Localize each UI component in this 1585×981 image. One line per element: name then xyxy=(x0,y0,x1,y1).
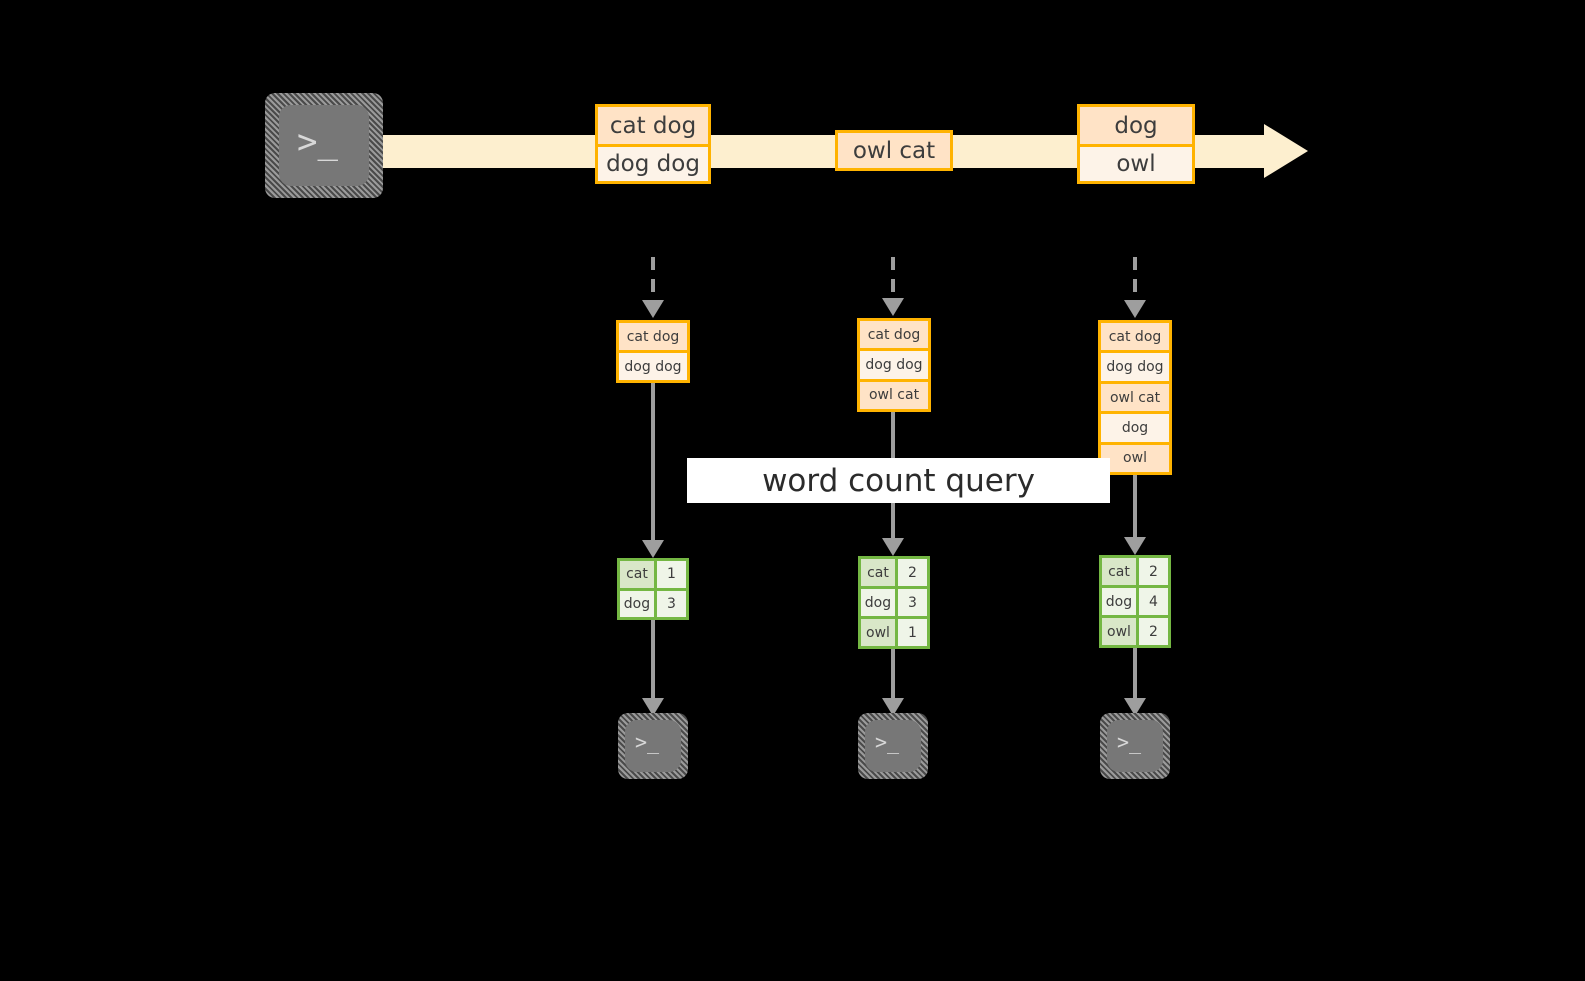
snapshot-3-result-table[interactable]: cat 2 dog 4 owl 2 xyxy=(1099,555,1171,648)
message-line: dog dog xyxy=(598,144,708,181)
snapshot-3-sink-arrowhead xyxy=(1124,698,1146,716)
terminal-face xyxy=(1107,720,1163,772)
result-count: 2 xyxy=(897,559,927,586)
result-count: 3 xyxy=(656,590,686,617)
snapshot-2-sink-terminal-icon[interactable]: >_ xyxy=(858,713,928,779)
stream-arrow-head xyxy=(1264,124,1308,178)
result-word: dog xyxy=(1102,588,1139,615)
message-line: owl cat xyxy=(1101,380,1169,412)
result-word: owl xyxy=(1102,618,1139,645)
snapshot-1-inbound-connector xyxy=(651,257,655,305)
message-line: owl cat xyxy=(860,378,928,409)
table-row: owl 2 xyxy=(1102,615,1168,645)
result-count: 4 xyxy=(1138,588,1168,615)
message-line: cat dog xyxy=(1101,323,1169,351)
stream-event-1[interactable]: cat dog dog dog xyxy=(595,104,711,184)
snapshot-3-sink-connector xyxy=(1133,648,1137,703)
terminal-prompt-glyph: >_ xyxy=(1117,730,1142,754)
result-word: cat xyxy=(861,559,898,586)
message-line: dog xyxy=(1101,411,1169,442)
result-count: 1 xyxy=(897,619,927,646)
result-count: 1 xyxy=(656,561,686,588)
snapshot-3-sink-terminal-icon[interactable]: >_ xyxy=(1100,713,1170,779)
table-row: dog 4 xyxy=(1102,585,1168,615)
snapshot-1-sink-terminal-icon[interactable]: >_ xyxy=(618,713,688,779)
message-line: dog xyxy=(1080,107,1192,144)
snapshot-2-input-box[interactable]: cat dog dog dog owl cat xyxy=(857,318,931,412)
snapshot-2-result-table[interactable]: cat 2 dog 3 owl 1 xyxy=(858,556,930,649)
result-count: 2 xyxy=(1138,558,1168,585)
message-line: cat dog xyxy=(619,323,687,350)
snapshot-1-sink-connector xyxy=(651,620,655,702)
snapshot-1-query-arrowhead xyxy=(642,540,664,558)
message-line: dog dog xyxy=(1101,350,1169,381)
message-line: cat dog xyxy=(598,107,708,144)
result-word: dog xyxy=(620,590,657,617)
snapshot-1-sink-arrowhead xyxy=(642,698,664,716)
snapshot-1-inbound-arrowhead xyxy=(642,300,664,318)
snapshot-3-query-arrowhead xyxy=(1124,537,1146,555)
snapshot-1-query-connector xyxy=(651,383,655,546)
snapshot-2-sink-arrowhead xyxy=(882,698,904,716)
stream-event-2[interactable]: owl cat xyxy=(835,130,953,171)
table-row: owl 1 xyxy=(861,616,927,646)
message-line: cat dog xyxy=(860,321,928,349)
snapshot-2-sink-connector xyxy=(891,649,895,703)
terminal-face xyxy=(865,720,921,772)
result-count: 3 xyxy=(897,589,927,616)
snapshot-2-query-arrowhead xyxy=(882,538,904,556)
source-terminal-icon[interactable]: >_ xyxy=(265,93,383,198)
message-line: owl xyxy=(1101,441,1169,473)
message-line: dog dog xyxy=(619,350,687,380)
message-line: owl cat xyxy=(838,133,950,168)
terminal-face xyxy=(625,720,681,772)
table-row: cat 2 xyxy=(861,559,927,586)
table-row: dog 3 xyxy=(620,587,686,617)
snapshot-3-inbound-connector xyxy=(1133,257,1137,305)
snapshot-3-input-box[interactable]: cat dog dog dog owl cat dog owl xyxy=(1098,320,1172,475)
snapshot-1-result-table[interactable]: cat 1 dog 3 xyxy=(617,558,689,620)
terminal-prompt-glyph: >_ xyxy=(635,730,660,754)
table-row: dog 3 xyxy=(861,586,927,616)
message-line: owl xyxy=(1080,144,1192,181)
table-row: cat 1 xyxy=(620,561,686,588)
table-row: cat 2 xyxy=(1102,558,1168,585)
result-word: cat xyxy=(1102,558,1139,585)
terminal-face xyxy=(279,105,369,186)
snapshot-1-input-box[interactable]: cat dog dog dog xyxy=(616,320,690,383)
result-word: dog xyxy=(861,589,898,616)
terminal-prompt-glyph: >_ xyxy=(875,730,900,754)
terminal-prompt-glyph: >_ xyxy=(297,122,338,162)
result-word: cat xyxy=(620,561,657,588)
result-count: 2 xyxy=(1138,618,1168,645)
result-word: owl xyxy=(861,619,898,646)
snapshot-3-inbound-arrowhead xyxy=(1124,300,1146,318)
stream-event-3[interactable]: dog owl xyxy=(1077,104,1195,184)
query-label: word count query xyxy=(687,458,1110,503)
snapshot-3-query-connector xyxy=(1133,475,1137,543)
snapshot-2-inbound-arrowhead xyxy=(882,298,904,316)
message-line: dog dog xyxy=(860,348,928,379)
snapshot-2-inbound-connector xyxy=(891,257,895,305)
